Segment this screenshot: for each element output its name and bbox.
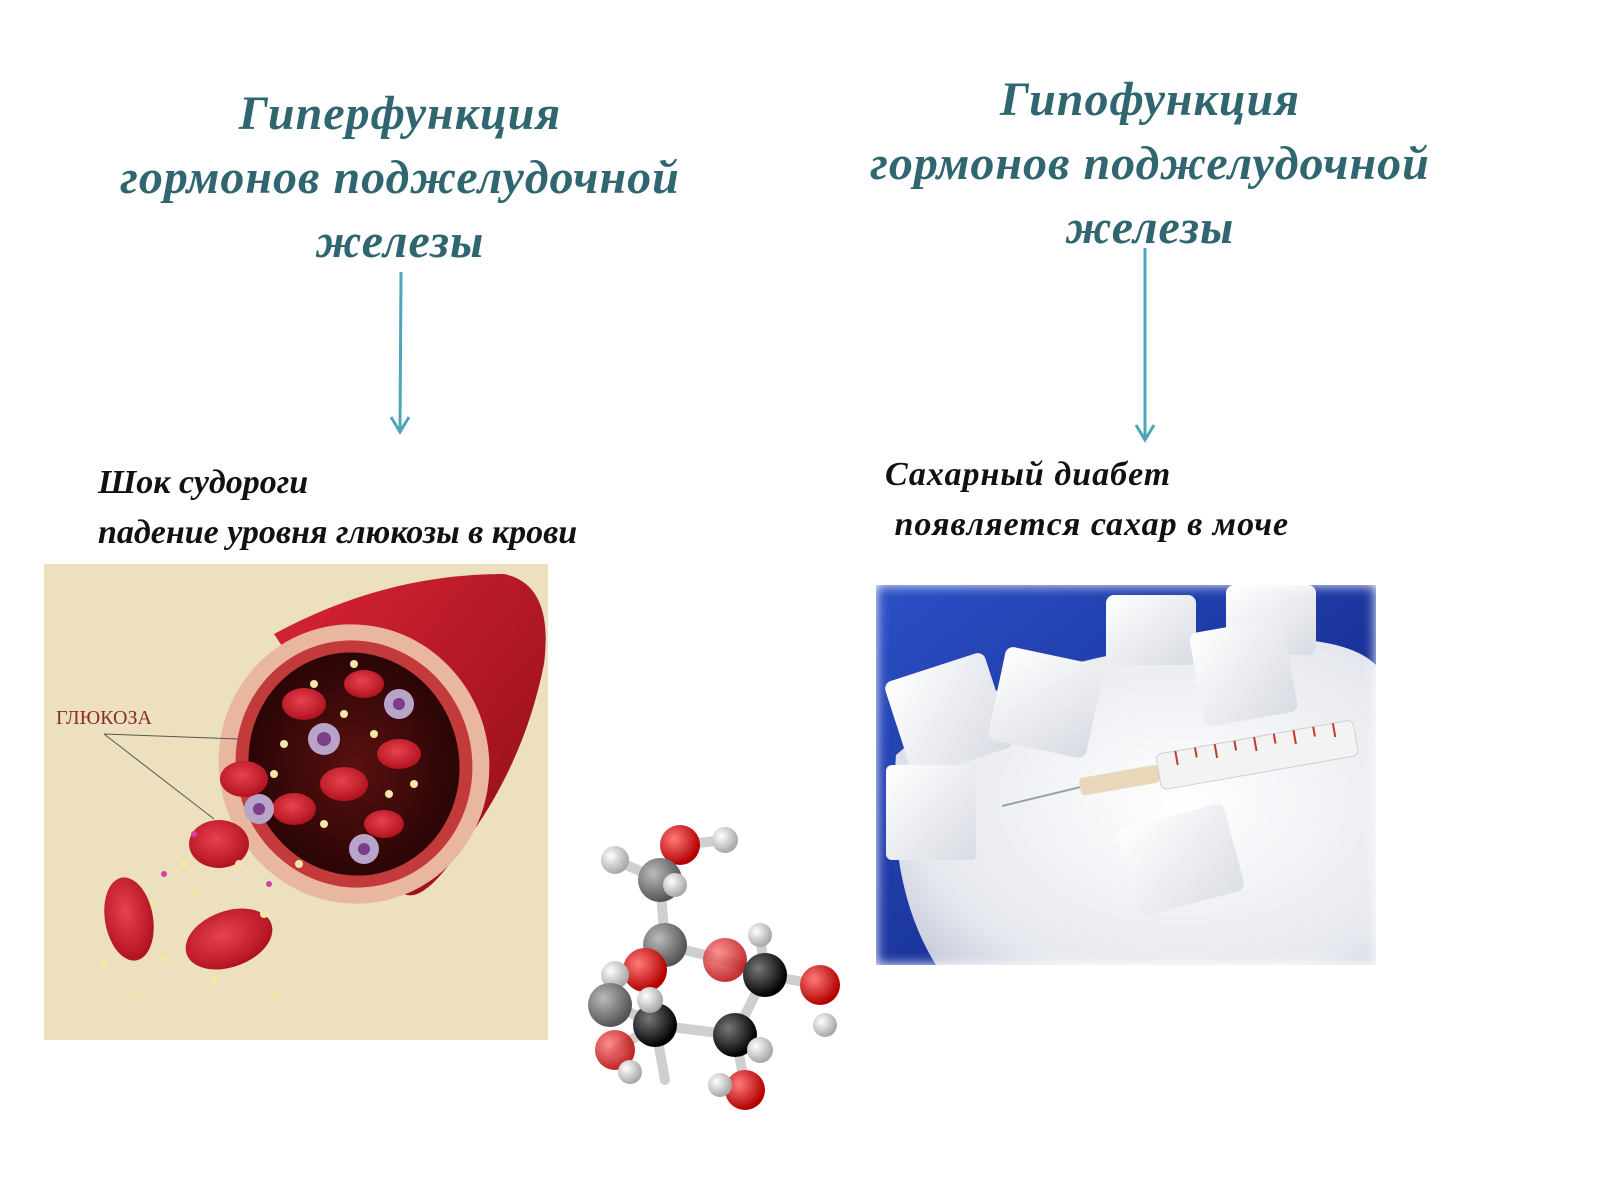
left-down-arrow-icon — [389, 272, 411, 435]
left-effect-2: падение уровня глюкозы в крови — [98, 514, 578, 551]
right-effect-2: появляется сахар в моче — [885, 506, 1290, 543]
left-heading-line-2: гормонов поджелудочной — [120, 151, 680, 204]
left-heading: Гиперфункция гормонов поджелудочной желе… — [70, 82, 730, 274]
right-heading: Гипофункция гормонов поджелудочной желез… — [820, 68, 1480, 260]
left-heading-line-3: железы — [315, 215, 485, 268]
right-heading-line-1: Гипофункция — [1000, 73, 1300, 126]
blood-vessel-illustration: ГЛЮКОЗА — [44, 564, 548, 1040]
sugar-syringe-illustration — [876, 585, 1376, 965]
right-down-arrow-icon — [1134, 248, 1156, 443]
glucose-label: ГЛЮКОЗА — [56, 707, 152, 729]
left-heading-line-1: Гиперфункция — [238, 87, 562, 140]
right-heading-line-3: железы — [1065, 201, 1235, 254]
right-heading-line-2: гормонов поджелудочной — [870, 137, 1430, 190]
left-effect-1: Шок судороги — [98, 464, 309, 501]
right-effect-1: Сахарный диабет — [885, 456, 1172, 493]
glucose-molecule-illustration — [588, 825, 840, 1110]
right-effects: Сахарный диабет появляется сахар в моче — [885, 450, 1289, 550]
left-effects: Шок судороги падение уровня глюкозы в кр… — [98, 458, 577, 558]
